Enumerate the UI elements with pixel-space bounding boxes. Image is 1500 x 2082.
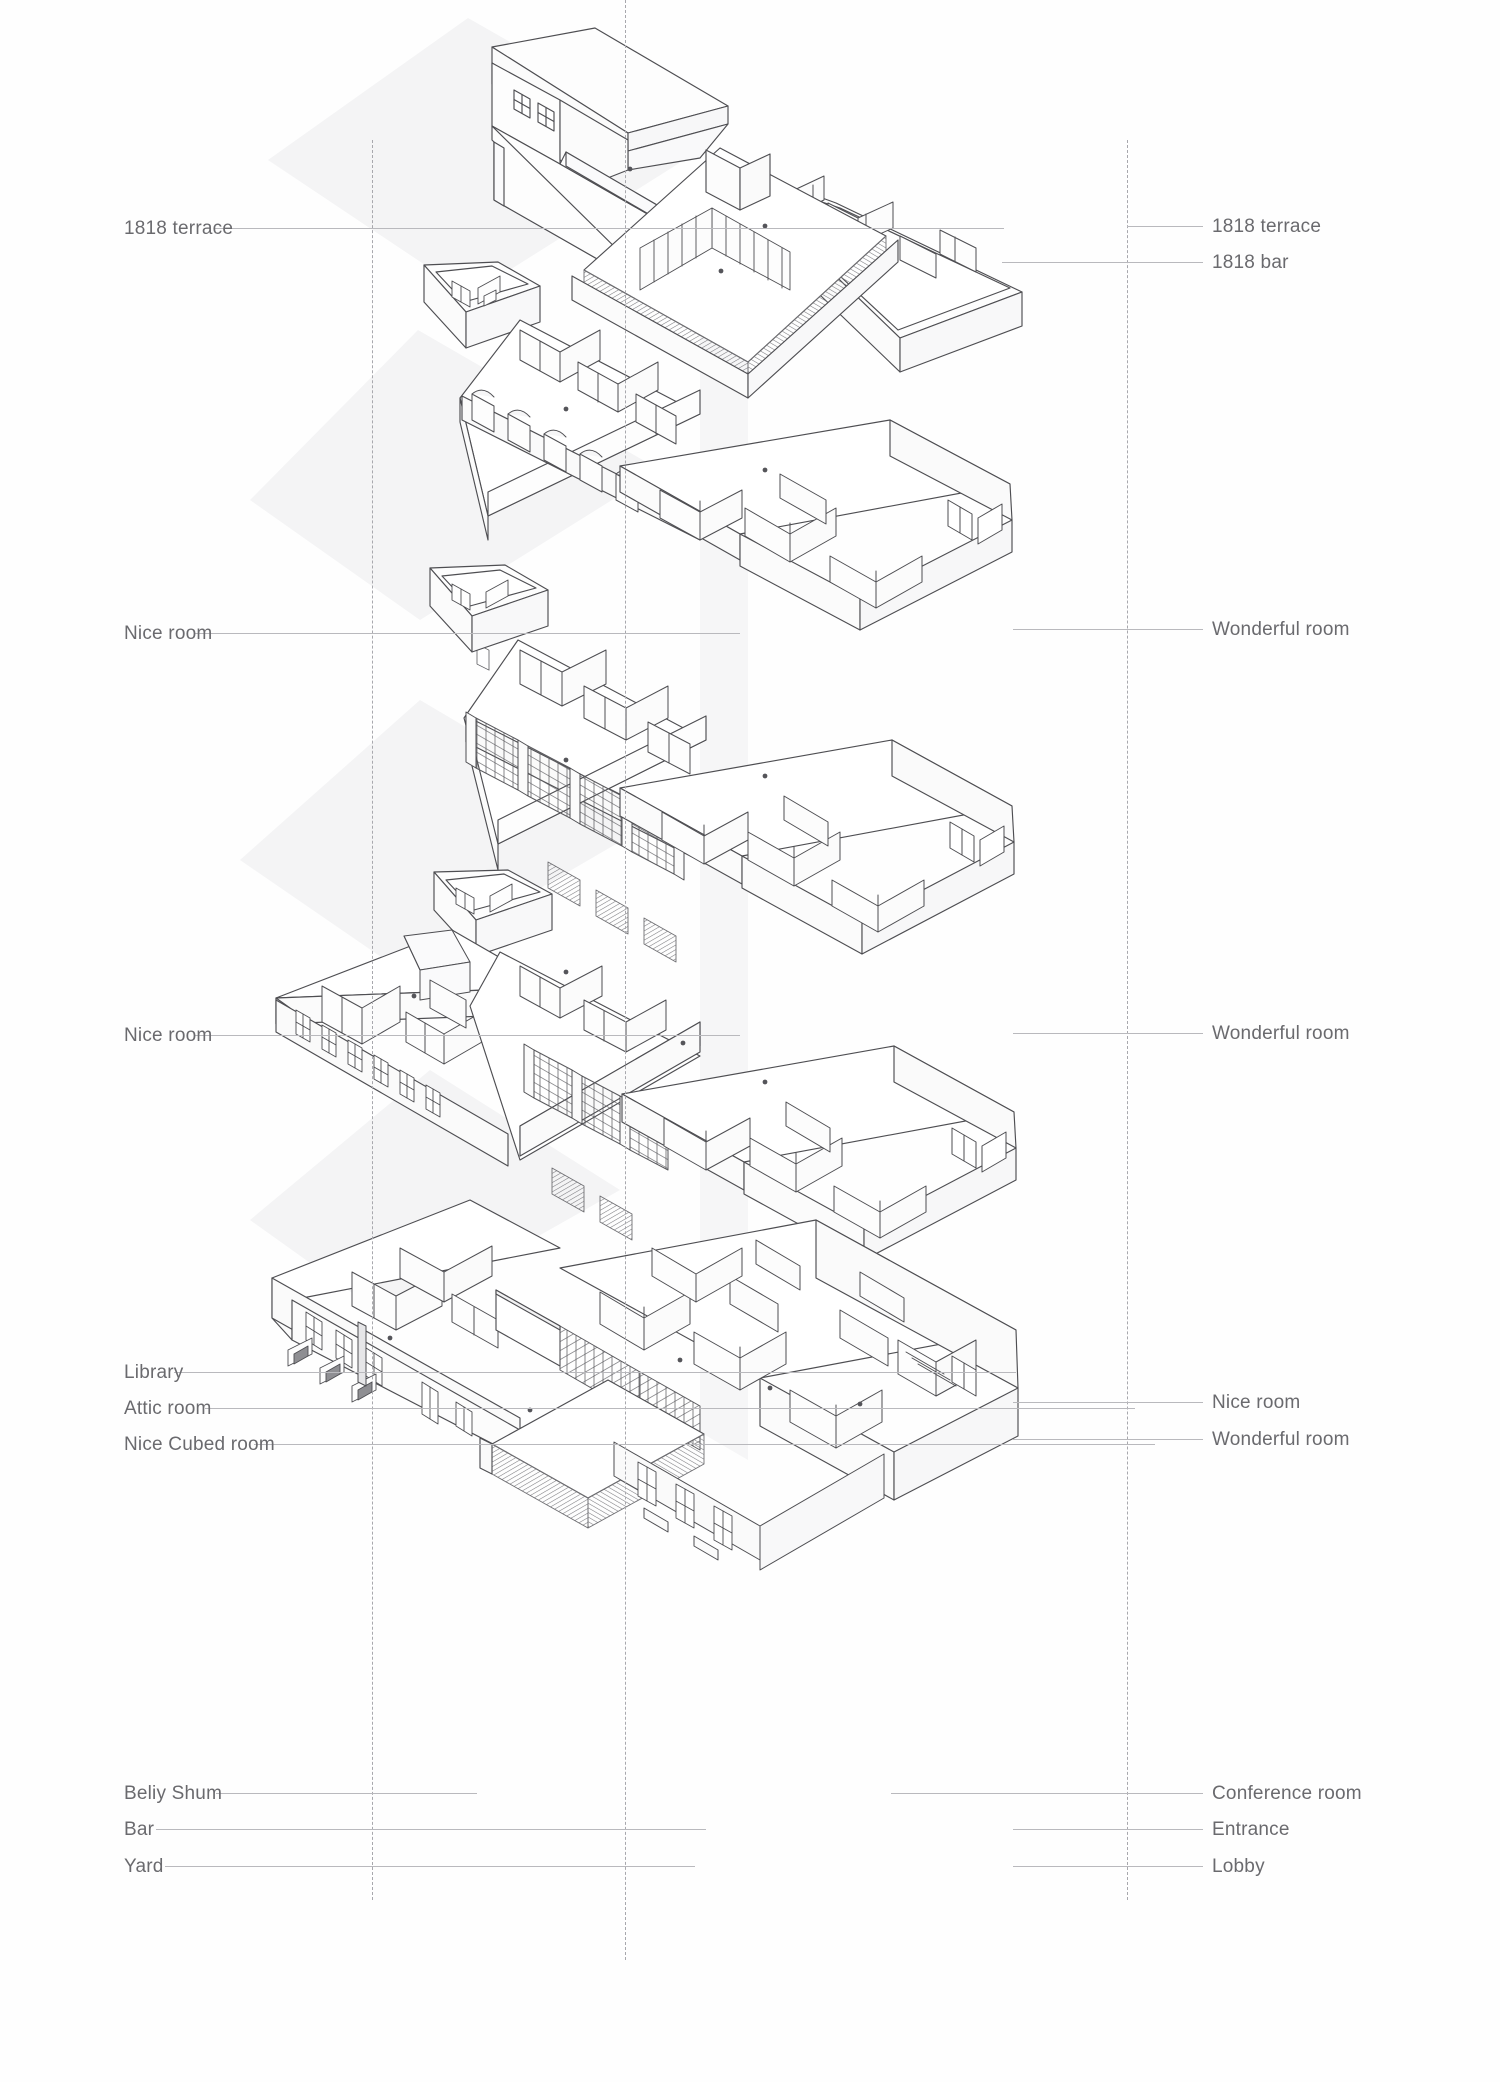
f3-partitions-wing	[519, 649, 691, 775]
f2-partitions-center	[519, 965, 667, 1053]
leader-line	[205, 1408, 1135, 1409]
leader-line	[1013, 629, 1203, 630]
room-label: Entrance	[1212, 1819, 1290, 1840]
leader-line	[1127, 226, 1203, 227]
guide-right	[1127, 140, 1128, 1900]
f3-partitions-cross	[661, 795, 1005, 933]
room-label: Wonderful room	[1212, 619, 1350, 640]
leader-line	[156, 1829, 706, 1830]
room-label: Nice room	[124, 1025, 213, 1046]
leader-line	[891, 1793, 1203, 1794]
leader-line	[214, 228, 1004, 229]
guide-center	[625, 0, 626, 1960]
room-label: Bar	[124, 1819, 155, 1840]
room-label: Conference room	[1212, 1783, 1362, 1804]
f4-partitions-cross	[659, 473, 1003, 609]
leader-line	[194, 1035, 740, 1036]
f2-partitions-cross	[663, 1101, 1007, 1239]
level-roof	[491, 27, 1023, 399]
f2-rear-block	[433, 869, 553, 957]
f3-rear-block	[429, 564, 549, 653]
leader-line	[1013, 1866, 1203, 1867]
f4-partitions-wing	[519, 329, 677, 445]
level-floor2	[275, 869, 1017, 1261]
room-label: Beliy Shum	[124, 1783, 223, 1804]
roof-pavilion-facade	[491, 62, 561, 165]
terrace-slat-court	[571, 147, 899, 399]
leader-line	[194, 633, 740, 634]
ground-front-facade	[613, 1441, 885, 1571]
room-label: Nice room	[124, 623, 213, 644]
f4-rear-block	[423, 261, 541, 349]
guide-left	[372, 140, 373, 1900]
leader-line	[1002, 262, 1203, 263]
leader-line	[1013, 1402, 1203, 1403]
room-label: Wonderful room	[1212, 1023, 1350, 1044]
room-label: 1818 terrace	[124, 218, 234, 239]
room-label: Lobby	[1212, 1856, 1265, 1877]
leader-line	[1013, 1829, 1203, 1830]
room-label: Nice room	[1212, 1392, 1301, 1413]
ground-partitions-rear	[651, 1239, 905, 1323]
leader-line	[1013, 1033, 1203, 1034]
room-label: 1818 terrace	[1212, 216, 1322, 237]
leader-line	[1013, 1439, 1203, 1440]
f3-balconies	[547, 861, 677, 963]
f2-balconies	[551, 1167, 633, 1241]
room-label: 1818 bar	[1212, 252, 1289, 273]
room-label: Wonderful room	[1212, 1429, 1350, 1450]
ground-glazed-link	[495, 1289, 701, 1451]
leader-line	[254, 1444, 1155, 1445]
leader-line	[216, 1793, 477, 1794]
level-floor3	[429, 564, 1015, 963]
level-ground	[271, 1199, 1019, 1571]
leader-line	[174, 1372, 1016, 1373]
room-label: Attic room	[124, 1398, 212, 1419]
ground-partitions-right	[599, 1275, 977, 1449]
room-label: Yard	[124, 1856, 164, 1877]
room-label: Nice Cubed room	[124, 1434, 275, 1455]
room-label: Library	[124, 1362, 184, 1383]
f2-center-wing	[469, 951, 701, 1161]
ground-left-wing	[271, 1199, 561, 1459]
leader-line	[165, 1866, 695, 1867]
f2-attic-wing	[275, 929, 519, 1167]
